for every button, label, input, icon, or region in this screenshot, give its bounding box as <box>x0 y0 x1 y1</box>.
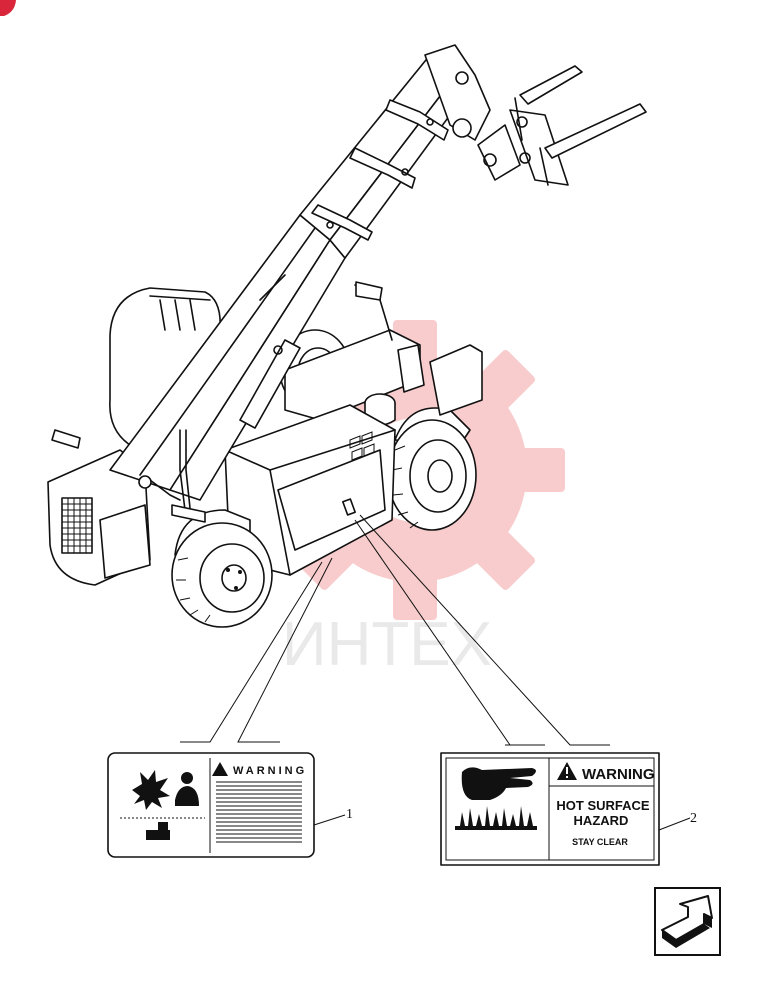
decal-2-line3: STAY CLEAR <box>572 837 628 847</box>
leader-lines <box>180 514 610 746</box>
callout-2: 2 <box>690 811 697 826</box>
decal-2-warning: WARNING <box>582 766 655 783</box>
battery-icon <box>146 822 170 840</box>
decal-2-line2: HAZARD <box>574 813 629 828</box>
watermark-text: ИНТЕХ <box>282 610 492 679</box>
next-page-button[interactable] <box>654 887 721 956</box>
warning-triangle-icon <box>212 762 228 776</box>
person-icon <box>175 772 199 806</box>
hand-icon <box>461 767 536 800</box>
decal-2-line1: HOT SURFACE <box>556 798 650 813</box>
decal-1: WARNING 1 <box>107 752 353 858</box>
decal-2: WARNING HOT SURFACE HAZARD STAY CLEAR 2 <box>440 752 697 866</box>
telehandler-drawing <box>47 44 647 628</box>
callout-1: 1 <box>346 807 353 822</box>
decal-1-warning: WARNING <box>233 765 307 777</box>
corner-badge <box>0 0 16 16</box>
hot-surface-icon <box>455 806 537 830</box>
next-page-arrow-icon <box>661 895 713 948</box>
explosion-icon <box>132 770 170 810</box>
